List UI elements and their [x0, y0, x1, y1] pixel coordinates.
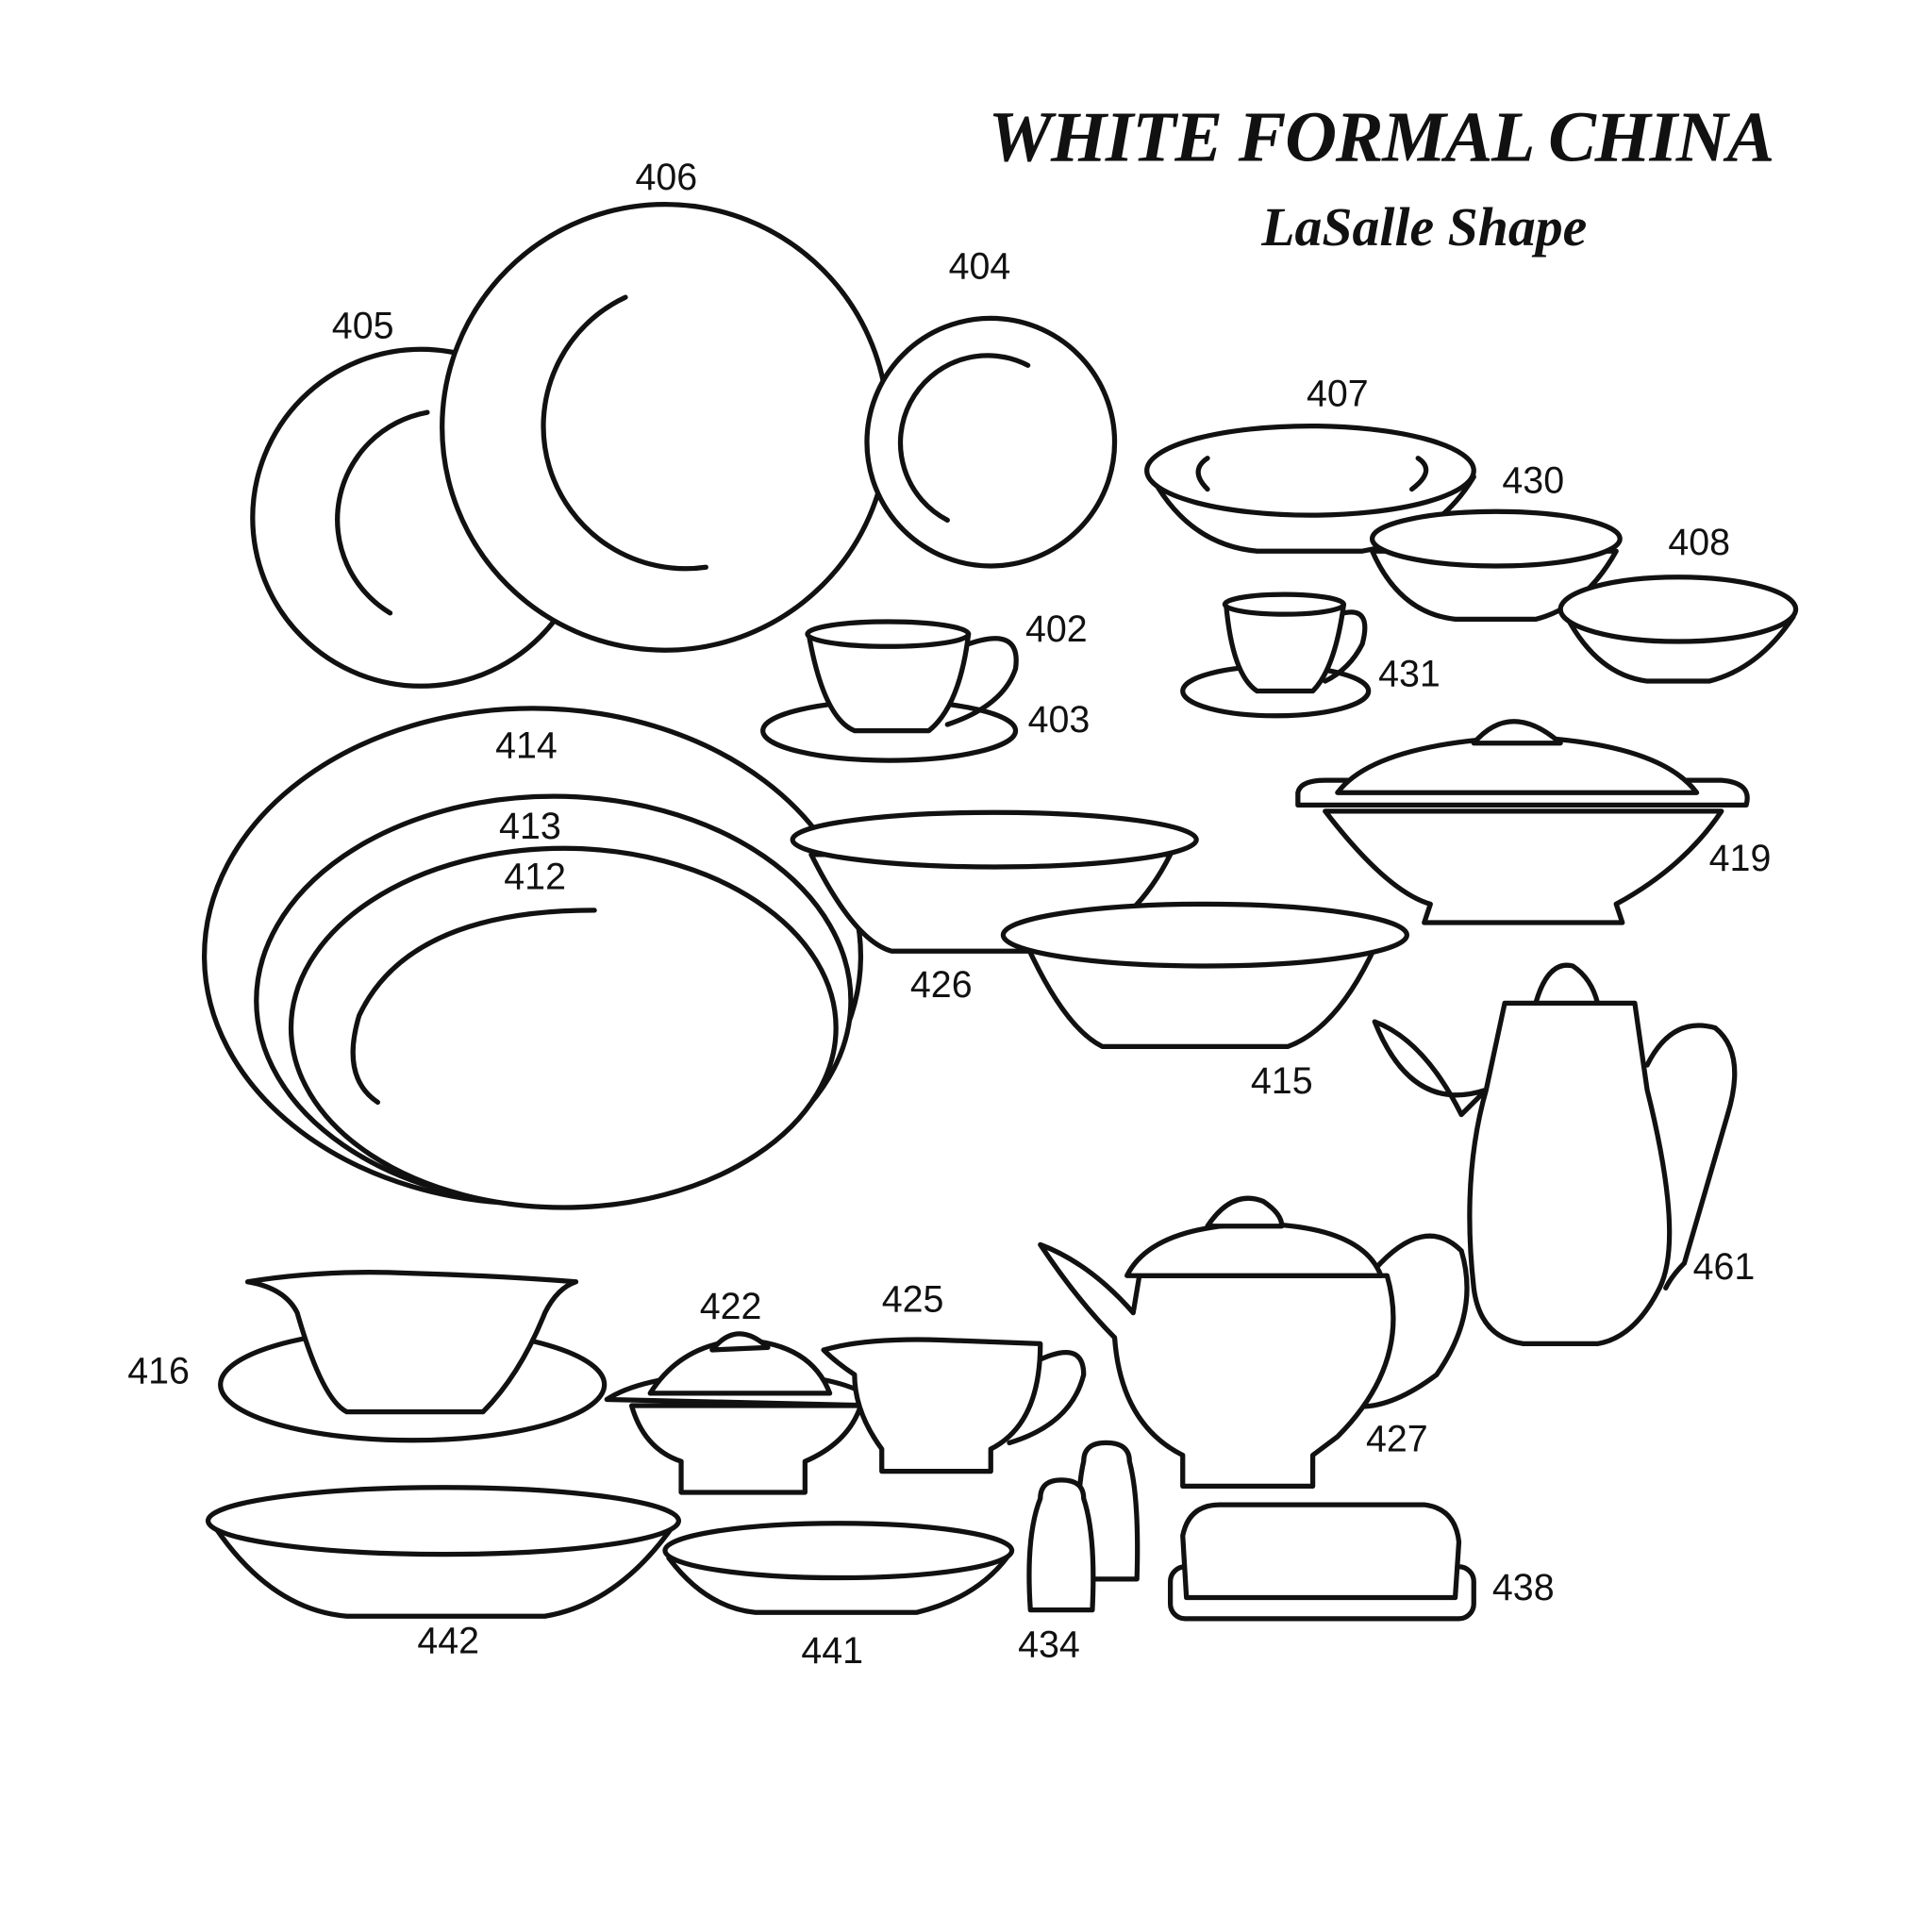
bowl-415 [1000, 901, 1409, 1049]
label-415: 415 [1251, 1060, 1313, 1102]
cup-and-saucer-431 [1180, 591, 1372, 719]
label-403: 403 [1028, 699, 1091, 741]
salt-pepper-shakers-434 [1026, 1440, 1141, 1613]
bowl-430 [1369, 508, 1623, 623]
label-422: 422 [700, 1286, 762, 1327]
bowl-408 [1557, 575, 1799, 684]
label-406: 406 [635, 157, 697, 198]
label-413: 413 [499, 806, 561, 847]
label-442: 442 [417, 1621, 479, 1662]
label-416: 416 [127, 1350, 190, 1391]
label-414: 414 [495, 724, 558, 766]
label-407: 407 [1307, 374, 1369, 415]
oval-dish-442 [205, 1485, 682, 1619]
page-subtitle: LaSalle Shape [1260, 198, 1587, 258]
label-430: 430 [1502, 460, 1564, 502]
covered-dish-419 [1295, 719, 1750, 925]
label-425: 425 [882, 1278, 944, 1320]
label-419: 419 [1709, 838, 1772, 879]
teapot-427 [1038, 1195, 1470, 1490]
label-412: 412 [504, 857, 566, 898]
creamer-425 [821, 1337, 1087, 1474]
coffee-pot-461 [1372, 962, 1738, 1347]
label-426: 426 [910, 964, 973, 1006]
platter-412 [288, 845, 839, 1210]
label-441: 441 [801, 1630, 863, 1672]
label-405: 405 [332, 305, 394, 346]
label-404: 404 [949, 245, 1011, 287]
plate-404 [864, 315, 1118, 569]
label-427: 427 [1366, 1419, 1428, 1460]
label-461: 461 [1693, 1246, 1756, 1288]
label-402: 402 [1025, 608, 1088, 650]
label-434: 434 [1018, 1624, 1080, 1666]
plate-406 [440, 201, 891, 653]
label-438: 438 [1492, 1567, 1555, 1608]
page-title: WHITE FORMAL CHINA [989, 98, 1774, 177]
oval-dish-441 [662, 1521, 1015, 1615]
butter-dish-438 [1167, 1502, 1476, 1622]
label-408: 408 [1668, 522, 1730, 563]
sugar-bowl-422 [604, 1331, 882, 1495]
label-431: 431 [1378, 653, 1441, 694]
cup-and-saucer-402-403 [760, 619, 1019, 763]
gravy-boat-416 [218, 1270, 608, 1443]
